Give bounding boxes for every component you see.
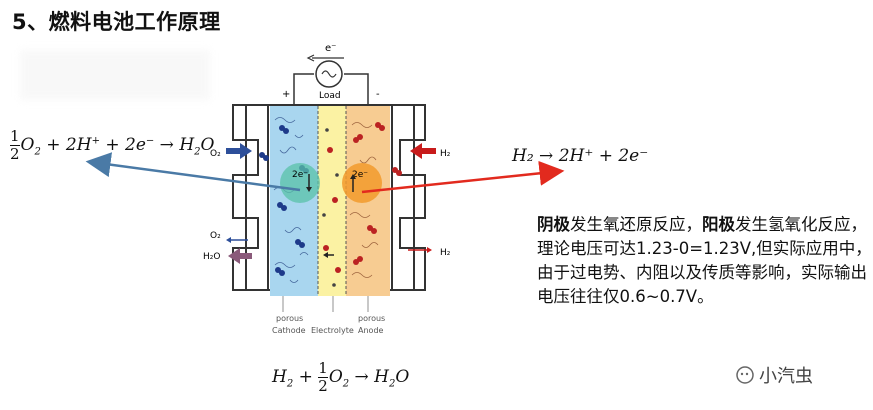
watermark-text: 小汽虫 — [759, 366, 813, 387]
o2-outlet-arrow — [226, 237, 248, 243]
cathode-fraction: 1 2 — [10, 127, 20, 163]
electron-flow-arrow — [306, 54, 315, 62]
electrolyte-layer — [318, 106, 346, 296]
cathode-callout-arrow — [85, 152, 301, 192]
anode-term: 阳极 — [702, 215, 735, 234]
blurred-area — [20, 50, 210, 100]
anode-callout-arrow — [361, 160, 565, 194]
cathode-equation: 1 2 O2 + 2H+ + 2e− → H2O — [10, 127, 215, 163]
anode-electron-label: 2e⁻ — [352, 170, 368, 180]
h2-out-label: H₂ — [440, 248, 451, 258]
load-label: Load — [319, 91, 341, 101]
anode-reaction-zone — [342, 163, 382, 203]
watermark: 小汽虫 — [735, 362, 813, 388]
page-title: 5、燃料电池工作原理 — [12, 10, 221, 34]
cathode-reaction-zone — [280, 163, 320, 203]
electron-label: e⁻ — [325, 43, 336, 54]
overall-fraction: 1 2 — [318, 359, 328, 395]
plus-terminal-label: + — [282, 89, 290, 100]
o2-in-label: O₂ — [210, 149, 221, 159]
cathode-label: Cathode — [272, 326, 306, 335]
anode-texture — [349, 122, 379, 278]
h2o-outlet-arrow — [228, 248, 252, 264]
description-text: 阴极发生氧还原反应，阳极发生氢氧化反应，理论电压可达1.23-0=1.23V,但… — [537, 215, 872, 306]
external-circuit — [293, 54, 369, 106]
h2o-out-label: H₂O — [203, 252, 220, 262]
porous-left-label: porous — [276, 314, 303, 323]
wechat-icon — [736, 366, 754, 384]
overall-equation: H2 + 1 2 O2 → H2O — [272, 359, 410, 395]
h2-in-label: H₂ — [440, 149, 451, 159]
minus-terminal-label: - — [376, 89, 380, 100]
o2-out-label: O₂ — [210, 231, 221, 241]
h2-inlet-arrow — [410, 143, 436, 159]
cathode-texture — [273, 117, 309, 283]
cathode-electron-label: 2e⁻ — [292, 170, 308, 180]
o2-inlet-arrow — [226, 143, 252, 159]
electrolyte-label: Electrolyte — [311, 326, 354, 335]
electrolyte-ions — [322, 128, 339, 287]
anode-label: Anode — [358, 326, 384, 335]
hydrogen-molecules — [323, 122, 402, 273]
cathode-term: 阴极 — [537, 215, 570, 234]
porous-right-label: porous — [358, 314, 385, 323]
h2-outlet-arrow — [408, 247, 432, 253]
